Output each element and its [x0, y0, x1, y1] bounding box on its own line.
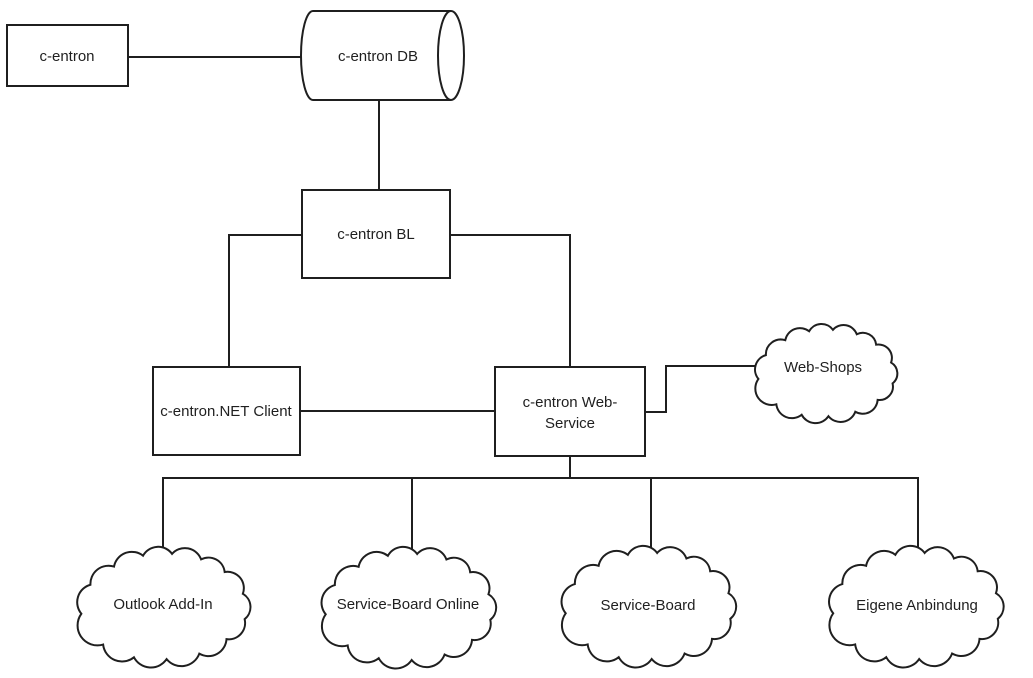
connector-bl-to-webservice: [450, 234, 571, 367]
node-service-board: Service-Board: [560, 544, 738, 669]
connector-webservice-to-webshops: [645, 365, 765, 413]
c-entron-net-client-label: c-entron.NET Client: [160, 403, 292, 420]
c-entron-label: c-entron: [39, 48, 94, 65]
c-entron-net-client-box: [152, 366, 301, 456]
c-entron-box: [6, 24, 129, 87]
node-c-entron: c-entron: [6, 24, 129, 87]
c-entron-bl-label: c-entron BL: [337, 226, 415, 243]
node-service-board-online: Service-Board Online: [320, 545, 498, 670]
c-entron-web-service-box: [494, 366, 646, 457]
node-eigene-anbindung: Eigene Anbindung: [828, 544, 1005, 669]
node-web-shops: Web-Shops: [754, 323, 899, 424]
connector-webservice-to-eigene: [570, 477, 919, 562]
service-board-label: Service-Board: [600, 597, 695, 614]
eigene-anbindung-label: Eigene Anbindung: [856, 597, 978, 614]
c-entron-db-label: c-entron DB: [338, 48, 418, 65]
c-entron-web-service-label-line1: c-entron Web-: [523, 394, 618, 411]
node-c-entron-bl: c-entron BL: [301, 189, 451, 279]
c-entron-web-service-label-line2: Service: [545, 415, 595, 432]
connector-bl-to-netclient: [228, 234, 302, 368]
c-entron-db-cylinder-body: [300, 10, 451, 101]
node-c-entron-net-client: c-entron.NET Client: [152, 366, 301, 456]
service-board-online-label: Service-Board Online: [337, 596, 480, 613]
c-entron-db-cylinder-cap: [437, 10, 465, 101]
c-entron-bl-box: [301, 189, 451, 279]
node-outlook-add-in: Outlook Add-In: [76, 545, 252, 669]
node-c-entron-db: c-entron DB: [300, 10, 465, 101]
web-shops-label: Web-Shops: [784, 359, 862, 376]
outlook-add-in-label: Outlook Add-In: [113, 596, 212, 613]
node-c-entron-web-service: c-entron Web- Service: [494, 366, 646, 457]
connector-webservice-to-outlook: [162, 456, 571, 562]
